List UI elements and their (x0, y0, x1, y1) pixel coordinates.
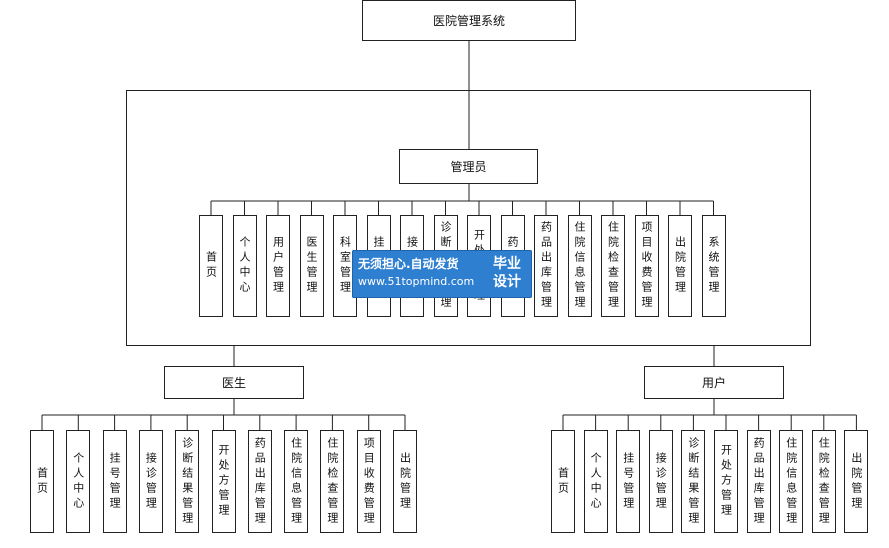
user-function-box: 药品出库管理 (746, 430, 771, 533)
admin-function-label: 住院信息管理 (573, 221, 586, 311)
admin-function-label: 个人中心 (238, 236, 251, 296)
doctor-function-label: 挂号管理 (108, 451, 122, 512)
user-function-box: 住院信息管理 (779, 430, 804, 533)
admin-function-label: 科室管理 (338, 236, 352, 296)
watermark-slogan: 无须担心.自动发货 (358, 257, 459, 271)
user-function-box: 首页 (551, 430, 575, 533)
doctor-function-box: 出院管理 (393, 430, 417, 533)
user-function-box: 开处方管理 (714, 430, 738, 533)
doctor-function-label: 个人中心 (71, 451, 85, 512)
doctor-function-box: 项目收费管理 (356, 430, 381, 533)
user-function-box: 接诊管理 (648, 430, 673, 533)
doctor-function-box: 接诊管理 (138, 430, 163, 533)
user-function-label: 药品出库管理 (752, 436, 766, 527)
doctor-function-label: 诊断结果管理 (180, 436, 194, 527)
user-function-label: 挂号管理 (621, 451, 635, 512)
admin-function-box: 个人中心 (232, 215, 257, 317)
admin-function-box: 住院检查管理 (601, 215, 625, 317)
doctor-function-label: 住院检查管理 (325, 436, 339, 527)
user-function-label: 开处方管理 (719, 444, 733, 519)
doctor-function-label: 项目收费管理 (362, 436, 376, 527)
user-function-label: 住院检查管理 (817, 436, 831, 527)
admin-node: 管理员 (399, 149, 538, 184)
user-node-label: 用户 (701, 375, 726, 390)
admin-function-box: 出院管理 (668, 215, 692, 317)
user-function-label: 首页 (556, 466, 570, 497)
user-function-box: 住院检查管理 (811, 430, 836, 533)
user-function-label: 出院管理 (849, 451, 863, 512)
doctor-function-label: 首页 (35, 466, 49, 497)
doctor-function-label: 接诊管理 (144, 451, 158, 512)
user-function-label: 住院信息管理 (784, 436, 798, 527)
admin-function-label: 系统管理 (707, 236, 720, 296)
watermark-badge: 毕业 设计 (493, 256, 521, 290)
doctor-function-label: 出院管理 (398, 451, 412, 512)
admin-function-label: 用户管理 (271, 236, 285, 296)
doctor-function-box: 诊断结果管理 (175, 430, 200, 533)
user-function-label: 个人中心 (589, 451, 603, 512)
admin-function-box: 医生管理 (299, 215, 324, 317)
doctor-function-label: 住院信息管理 (289, 436, 303, 527)
admin-function-label: 首页 (204, 251, 218, 281)
doctor-function-box: 住院检查管理 (320, 430, 345, 533)
watermark-banner: 无须担心.自动发货 www.51topmind.com 毕业 设计 (352, 250, 532, 298)
admin-function-box: 住院信息管理 (567, 215, 592, 317)
admin-function-box: 科室管理 (333, 215, 357, 317)
doctor-function-box: 挂号管理 (102, 430, 127, 533)
doctor-function-label: 开处方管理 (217, 444, 230, 519)
doctor-function-box: 个人中心 (66, 430, 91, 533)
admin-function-label: 住院检查管理 (606, 221, 620, 311)
doctor-function-label: 药品出库管理 (253, 436, 267, 527)
user-function-box: 个人中心 (583, 430, 608, 533)
admin-function-box: 项目收费管理 (634, 215, 659, 317)
user-function-box: 诊断结果管理 (681, 430, 706, 533)
doctor-function-box: 住院信息管理 (284, 430, 309, 533)
root-node-label: 医院管理系统 (432, 13, 505, 28)
admin-scope-frame (126, 90, 811, 346)
doctor-node: 医生 (164, 366, 304, 399)
admin-function-box: 用户管理 (266, 215, 290, 317)
admin-node-label: 管理员 (450, 159, 487, 174)
user-function-label: 接诊管理 (654, 451, 668, 512)
admin-function-box: 首页 (199, 215, 223, 317)
admin-function-label: 医生管理 (305, 236, 318, 296)
user-function-box: 挂号管理 (616, 430, 641, 533)
user-node: 用户 (644, 366, 784, 399)
doctor-function-box: 首页 (30, 430, 54, 533)
watermark-url: www.51topmind.com (358, 275, 475, 288)
admin-function-box: 药品出库管理 (534, 215, 558, 317)
admin-function-box: 系统管理 (701, 215, 726, 317)
doctor-node-label: 医生 (221, 375, 246, 390)
admin-function-label: 项目收费管理 (640, 221, 653, 311)
doctor-function-box: 药品出库管理 (247, 430, 272, 533)
root-node: 医院管理系统 (362, 0, 576, 41)
admin-function-label: 药品出库管理 (539, 221, 553, 311)
user-function-box: 出院管理 (844, 430, 869, 533)
doctor-function-box: 开处方管理 (211, 430, 236, 533)
user-function-label: 诊断结果管理 (686, 436, 700, 527)
admin-function-label: 出院管理 (673, 236, 687, 296)
